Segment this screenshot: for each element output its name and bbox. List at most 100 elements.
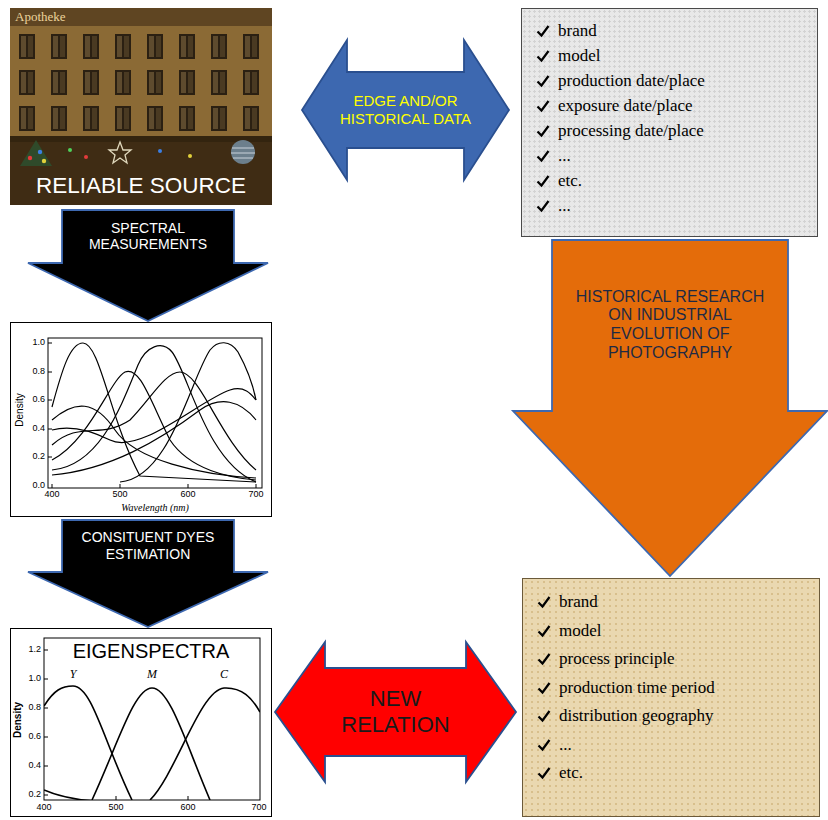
- axis-title: Density: [12, 702, 24, 738]
- check-mark: [536, 174, 550, 188]
- list-item: production date/place: [536, 68, 805, 93]
- building-ledge: [10, 136, 272, 142]
- photo-title: RELIABLE SOURCE: [10, 173, 272, 199]
- list-item-text: production time period: [559, 674, 715, 703]
- list-item: etc.: [537, 759, 807, 788]
- list-box: brandmodelproduction date/placeexposure …: [521, 8, 818, 237]
- chart-box: DensityWavelength (nm): [10, 322, 272, 517]
- check-mark-stroke: [539, 626, 550, 636]
- block-arrow: [302, 40, 509, 180]
- chart-ground: [11, 629, 272, 817]
- christmas-tree: [20, 140, 52, 166]
- shop-sign-band: [10, 8, 272, 26]
- dye-curves: [44, 686, 260, 800]
- spectral-curve: [52, 402, 256, 475]
- axis-title: Wavelength (nm): [121, 502, 189, 514]
- list-box: brandmodelprocess principleproduction ti…: [522, 578, 820, 817]
- list-item-text: distribution geography: [559, 702, 713, 731]
- edge-label: HISTORICAL RESEARCH ON INDUSTRIAL EVOLUT…: [568, 288, 773, 364]
- light-dot: [42, 159, 46, 163]
- list-item: ...: [536, 193, 805, 218]
- list-item-text: brand: [558, 18, 597, 43]
- check-mark: [537, 738, 551, 752]
- axis-tick-label: 0.4: [28, 761, 41, 771]
- block-arrow: [28, 210, 268, 321]
- check-mark-stroke: [539, 768, 550, 778]
- chart-frame: [44, 638, 260, 800]
- check-mark-stroke: [539, 597, 550, 607]
- cyan-dye-curve: [150, 688, 260, 800]
- block-arrow: [28, 520, 268, 627]
- star-ornament: [109, 142, 131, 163]
- axis-tick-label: 600: [180, 490, 195, 500]
- list-item-text: exposure date/place: [558, 93, 693, 118]
- axis-tick-label: 1.2: [28, 645, 41, 655]
- axis-tick-label: 400: [36, 803, 51, 813]
- axis-tick-label: 1.0: [28, 674, 41, 684]
- axis-tick-label: 1.0: [32, 338, 45, 348]
- check-mark: [537, 766, 551, 780]
- check-mark: [537, 652, 551, 666]
- check-mark: [537, 624, 551, 638]
- axis-tick-label: 0.2: [32, 452, 45, 462]
- axis-tick-label: 0.6: [32, 395, 45, 405]
- check-mark-stroke: [538, 151, 549, 161]
- check-mark: [536, 149, 550, 163]
- eigenspectra-chart: [11, 629, 272, 817]
- edge-label: CONSITUENT DYES ESTIMATION: [66, 529, 231, 562]
- block-arrow: [513, 240, 827, 576]
- curve-label: M: [147, 668, 157, 681]
- check-mark: [536, 99, 550, 113]
- light-dot: [28, 156, 32, 160]
- list-item-text: etc.: [558, 168, 582, 193]
- list-item: model: [536, 43, 805, 68]
- check-mark-stroke: [539, 683, 550, 693]
- photo-ground: [10, 8, 272, 205]
- spectral-curve: [52, 406, 256, 478]
- list-item: brand: [537, 588, 807, 617]
- list-item: model: [537, 617, 807, 646]
- yellow-dye-curve: [44, 686, 132, 800]
- list-item-text: model: [558, 43, 601, 68]
- spectral-curves: [52, 343, 256, 482]
- building-windows: [10, 28, 272, 136]
- edge-label: EDGE AND/OR HISTORICAL DATA: [326, 92, 486, 127]
- ornament-stripes: [231, 148, 255, 158]
- list-item-text: ...: [558, 143, 571, 168]
- list-item: brand: [536, 18, 805, 43]
- spectral-curve: [52, 371, 256, 480]
- check-mark: [536, 24, 550, 38]
- list-item-text: model: [559, 617, 602, 646]
- check-mark: [536, 124, 550, 138]
- list-item: exposure date/place: [536, 93, 805, 118]
- check-mark: [537, 595, 551, 609]
- list-item-text: etc.: [559, 759, 583, 788]
- spectral-curve: [120, 343, 256, 482]
- check-mark-stroke: [538, 201, 549, 211]
- check-mark: [536, 74, 550, 88]
- light-dot: [158, 149, 162, 153]
- chart-box: EIGENSPECTRADensity: [10, 628, 272, 817]
- check-mark-stroke: [538, 101, 549, 111]
- axis-tick-label: 0.2: [28, 790, 41, 800]
- spectral-curve: [52, 372, 256, 470]
- block-arrow: [275, 642, 516, 782]
- list-item: process principle: [537, 645, 807, 674]
- photo-box: RELIABLE SOURCE: [10, 8, 272, 205]
- axis-tick-label: 0.0: [32, 481, 45, 491]
- list-item: processing date/place: [536, 118, 805, 143]
- magenta-dye-curve: [92, 688, 210, 800]
- building-facade: [10, 8, 272, 140]
- spectral-curve: [52, 389, 256, 443]
- light-dot: [188, 154, 192, 158]
- dye-tail-curve: [44, 790, 96, 800]
- check-mark-stroke: [539, 711, 550, 721]
- list-item-text: processing date/place: [558, 118, 704, 143]
- check-mark: [536, 199, 550, 213]
- check-mark: [536, 49, 550, 63]
- axis-tick-label: 0.6: [28, 732, 41, 742]
- axis-title: Density: [14, 393, 26, 426]
- light-dot: [68, 148, 72, 152]
